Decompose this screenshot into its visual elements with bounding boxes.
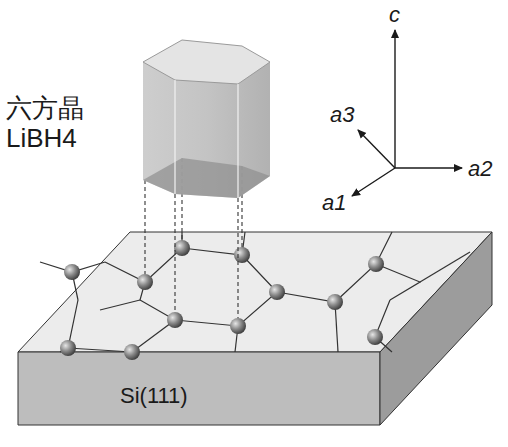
axis-label: c (389, 2, 400, 27)
axis-label: a3 (330, 102, 354, 127)
si-atoms (60, 240, 384, 360)
slab-face: Si(111) (120, 383, 188, 409)
substrate-label: Si(111) (120, 383, 188, 409)
axis-label: a1 (322, 190, 346, 215)
crystal-axes (352, 30, 462, 196)
hexagonal-prism (143, 40, 270, 198)
axis-label: a2 (468, 156, 492, 181)
material-label: 六方晶 LiBH4 (6, 94, 106, 154)
si-slab (18, 232, 492, 425)
lattice-bonds (40, 232, 470, 352)
